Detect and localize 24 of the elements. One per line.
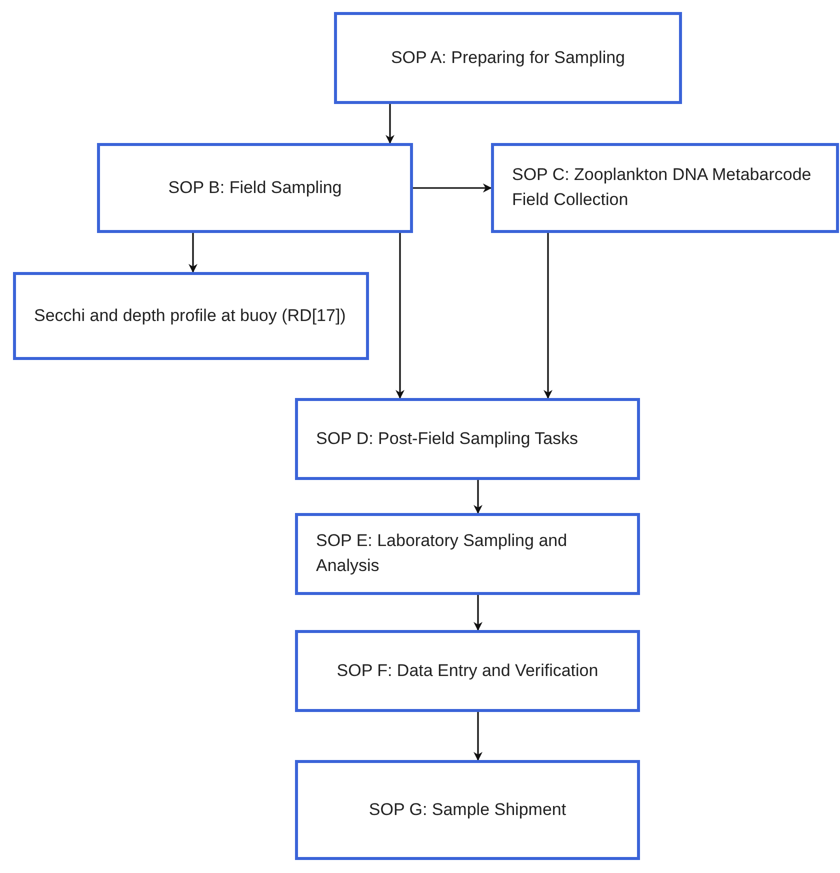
box-label: SOP G: Sample Shipment <box>368 798 566 821</box>
process-box <box>334 12 682 104</box>
arrow <box>386 104 394 144</box>
box-label: SOP A: Preparing for Sampling <box>390 46 626 69</box>
box-label: SOP E: Laboratory Sampling and Analysis <box>316 530 568 577</box>
box-label: SOP B: Field Sampling <box>168 176 342 199</box>
process-box <box>13 272 369 360</box>
arrow <box>413 184 492 192</box>
box-label: SOP F: Data Entry and Verification <box>336 660 598 682</box>
arrow <box>474 595 482 631</box>
process-box <box>295 630 640 712</box>
box-label: SOP C: Zooplankton DNA Metabarcode Field Collection <box>512 164 812 211</box>
process-box <box>295 398 640 480</box>
arrow <box>396 233 404 399</box>
process-box <box>295 513 640 595</box>
process-box <box>491 143 839 233</box>
arrow <box>188 233 198 273</box>
process-box <box>295 760 640 860</box>
arrow <box>474 712 482 761</box>
process-box <box>97 143 413 233</box>
box-label: Secchi and depth profile at buoy (RD[17]) <box>34 304 346 327</box>
arrow <box>544 233 552 399</box>
box-label: SOP D: Post-Field Sampling Tasks <box>316 428 578 450</box>
arrow <box>474 480 482 514</box>
